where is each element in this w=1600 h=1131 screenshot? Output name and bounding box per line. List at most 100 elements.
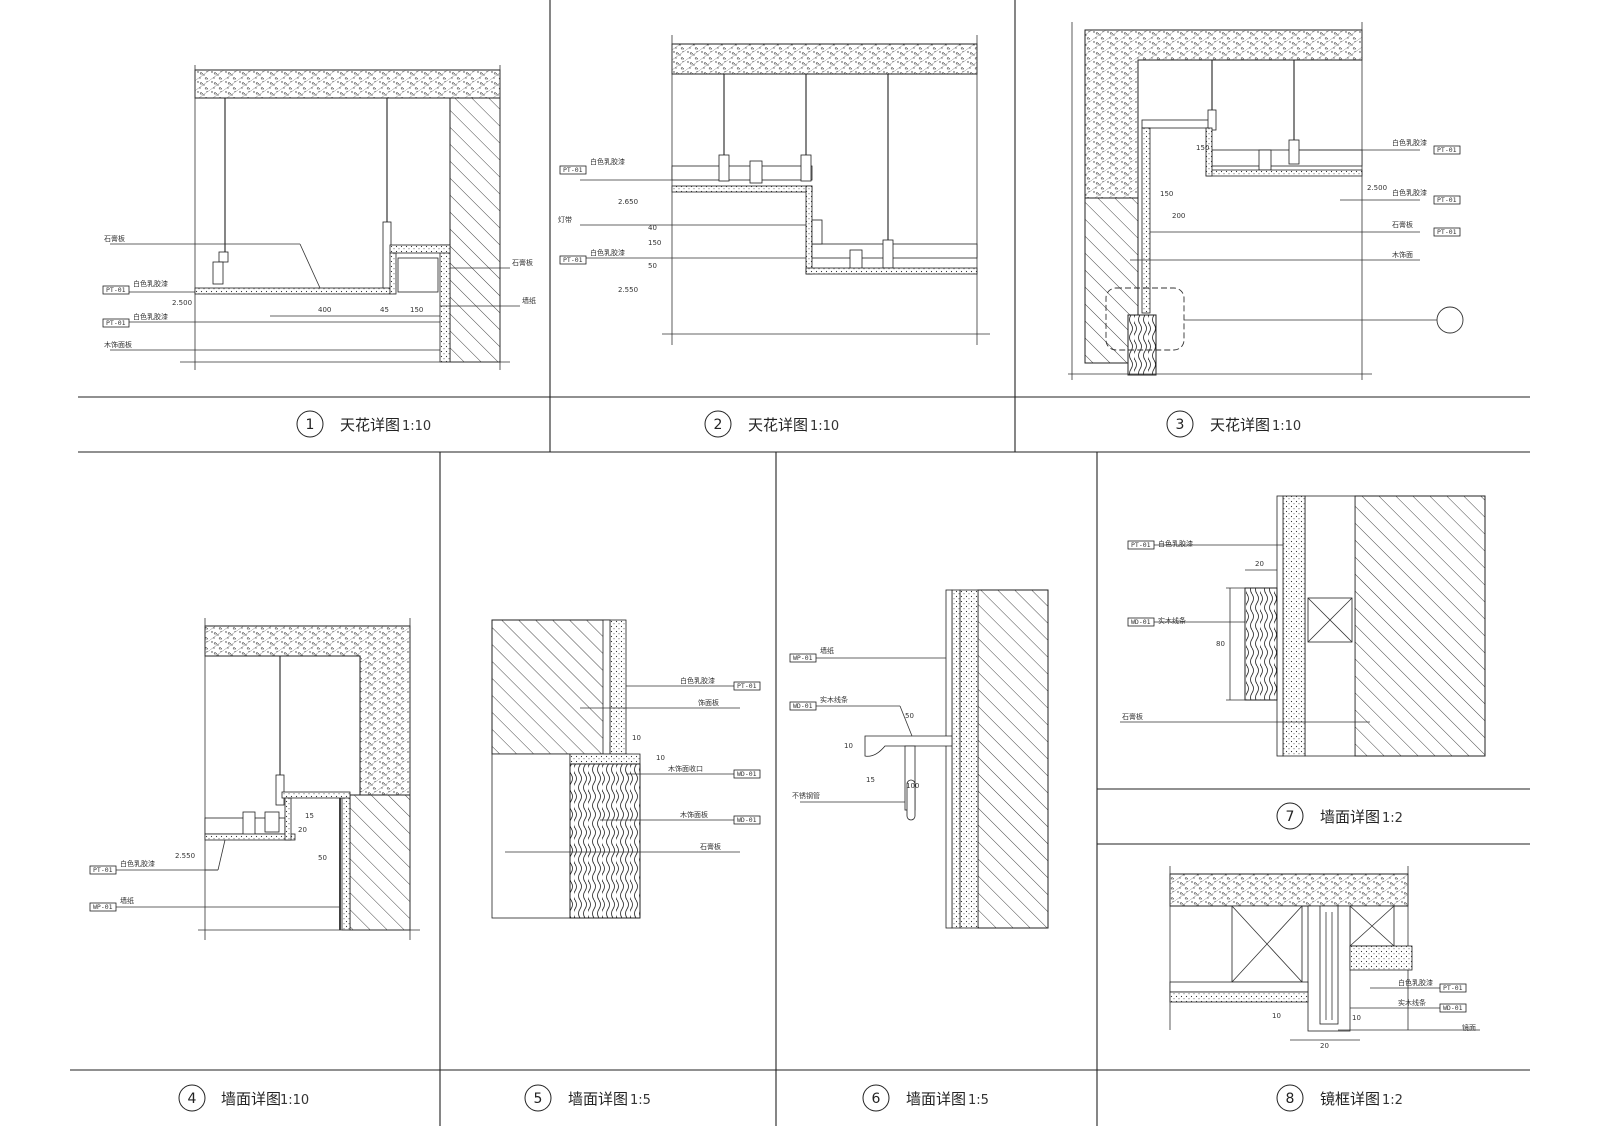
p4-label-1: 白色乳胶漆 <box>120 859 155 868</box>
p2-label-3: 白色乳胶漆 <box>590 248 625 257</box>
caption-2-scale: 1:10 <box>810 419 839 434</box>
caption-1-title: 天花详图 <box>340 416 400 434</box>
p1-tag-2: PT-01 <box>106 319 126 327</box>
caption-7-scale: 1:2 <box>1382 811 1403 826</box>
p4-dim-4: 50 <box>318 854 327 862</box>
p6-tag-2: WD-01 <box>793 702 813 710</box>
p5-tag-2: WD-01 <box>737 770 757 778</box>
caption-3-number: 3 <box>1176 417 1185 433</box>
p5-label-2: 饰面板 <box>698 698 719 707</box>
p7-label-3: 石膏板 <box>1122 712 1143 721</box>
panel-8-frame-detail: PT-01 WD-01 白色乳胶漆 实木线条 镜面 20 10 10 <box>1169 866 1480 1050</box>
caption-panel-1: 1 天花详图 1:10 <box>296 410 431 438</box>
caption-2-title: 天花详图 <box>748 416 808 434</box>
caption-5-title: 墙面详图 <box>568 1090 628 1108</box>
caption-1-number: 1 <box>306 417 315 433</box>
p3-dim-3: 200 <box>1172 212 1185 220</box>
p2-dim-1: 2.650 <box>618 198 638 206</box>
p1-tag-1: PT-01 <box>106 286 126 294</box>
p7-dim-1: 20 <box>1255 560 1264 568</box>
p1-dim-1: 2.500 <box>172 299 192 307</box>
p8-label-1: 白色乳胶漆 <box>1398 978 1433 987</box>
caption-panel-4: 4 墙面详图 1:10 <box>178 1084 309 1112</box>
caption-8-scale: 1:2 <box>1382 1093 1403 1108</box>
p2-tag-2: PT-01 <box>563 256 583 264</box>
p2-label-1: 白色乳胶漆 <box>590 157 625 166</box>
p6-dim-4: 100 <box>906 782 919 790</box>
p5-label-5: 石膏板 <box>700 842 721 851</box>
p5-tag-3: WD-01 <box>737 816 757 824</box>
p6-label-2: 实木线条 <box>820 695 848 704</box>
p6-tag-1: WP-01 <box>793 654 813 662</box>
caption-panel-2: 2 天花详图 1:10 <box>704 410 839 438</box>
p2-dim-5: 50 <box>648 262 657 270</box>
p8-dim-1: 20 <box>1320 1042 1329 1050</box>
panel-1-ceiling-detail: PT-01 PT-01 石膏板 白色乳胶漆 白色乳胶漆 木饰面板 石膏板 墙纸 … <box>102 65 536 370</box>
p7-dim-2: 80 <box>1216 640 1225 648</box>
p3-label-4: 木饰面 <box>1392 250 1413 259</box>
panel-5-wall-detail: PT-01 WD-01 WD-01 白色乳胶漆 饰面板 木饰面收口 木饰面板 石… <box>491 619 761 919</box>
p5-label-3: 木饰面收口 <box>668 764 703 773</box>
p2-label-2: 灯带 <box>558 215 572 224</box>
p8-dim-3: 10 <box>1352 1014 1361 1022</box>
p4-dim-2: 20 <box>298 826 307 834</box>
p8-label-2: 实木线条 <box>1398 998 1426 1007</box>
p3-dim-4: 150 <box>1160 190 1173 198</box>
p6-dim-2: 10 <box>844 742 853 750</box>
p2-dim-3: 150 <box>648 239 661 247</box>
panel-6-wall-detail: WP-01 WD-01 墙纸 实木线条 不锈钢管 50 10 15 100 <box>789 589 1049 929</box>
caption-6-scale: 1:5 <box>968 1093 989 1108</box>
p6-dim-3: 15 <box>866 776 875 784</box>
caption-6-title: 墙面详图 <box>906 1090 966 1108</box>
p7-tag-2: WD-01 <box>1131 618 1151 626</box>
p1-label-5: 石膏板 <box>512 258 533 267</box>
p4-label-2: 墙纸 <box>120 896 134 905</box>
p2-dim-2: 2.550 <box>618 286 638 294</box>
caption-3-title: 天花详图 <box>1210 416 1270 434</box>
p5-dim-1: 10 <box>632 734 641 742</box>
p1-dim-3: 45 <box>380 306 389 314</box>
p8-tag-2: WD-01 <box>1443 1004 1463 1012</box>
caption-panel-7: 7 墙面详图 1:2 <box>1276 802 1403 830</box>
p4-tag-1: PT-01 <box>93 866 113 874</box>
caption-7-title: 墙面详图 <box>1320 808 1380 826</box>
p2-dim-4: 40 <box>648 224 657 232</box>
caption-3-scale: 1:10 <box>1272 419 1301 434</box>
panel-3-ceiling-detail: PT-01 PT-01 PT-01 白色乳胶漆 白色乳胶漆 石膏板 木饰面 2.… <box>1068 22 1464 380</box>
p3-dim-1: 2.500 <box>1367 184 1387 192</box>
p8-label-3: 镜面 <box>1462 1023 1476 1032</box>
panel-4-wall-detail: PT-01 WP-01 白色乳胶漆 墙纸 2.550 20 15 50 <box>89 618 420 940</box>
p3-tag-1: PT-01 <box>1437 146 1457 154</box>
p3-label-1: 白色乳胶漆 <box>1392 138 1427 147</box>
caption-8-title: 镜框详图 <box>1320 1090 1380 1108</box>
p3-label-3: 石膏板 <box>1392 220 1413 229</box>
p1-label-1: 石膏板 <box>104 234 125 243</box>
p5-label-1: 白色乳胶漆 <box>680 676 715 685</box>
caption-4-number: 4 <box>188 1091 197 1107</box>
p6-label-3: 不锈钢管 <box>792 791 820 800</box>
p8-tag-1: PT-01 <box>1443 984 1463 992</box>
p6-label-1: 墙纸 <box>820 646 834 655</box>
p5-tag-1: PT-01 <box>737 682 757 690</box>
p1-dim-2: 400 <box>318 306 331 314</box>
caption-2-number: 2 <box>714 417 723 433</box>
caption-5-scale: 1:5 <box>630 1093 651 1108</box>
p3-tag-3: PT-01 <box>1437 228 1457 236</box>
caption-panel-6: 6 墙面详图 1:5 <box>862 1084 989 1112</box>
p4-dim-1: 2.550 <box>175 852 195 860</box>
p1-label-2: 白色乳胶漆 <box>133 279 168 288</box>
p1-label-6: 墙纸 <box>522 296 536 305</box>
sheet-frame <box>70 0 1530 1126</box>
p3-label-2: 白色乳胶漆 <box>1392 188 1427 197</box>
p1-label-3: 白色乳胶漆 <box>133 312 168 321</box>
caption-8-number: 8 <box>1286 1091 1295 1107</box>
p4-tag-2: WP-01 <box>93 903 113 911</box>
caption-4-scale: 1:10 <box>280 1093 309 1108</box>
caption-5-number: 5 <box>534 1091 543 1107</box>
p7-label-1: 白色乳胶漆 <box>1158 539 1193 548</box>
p3-dim-2: 150 <box>1196 144 1209 152</box>
panel-7-wall-detail: PT-01 WD-01 白色乳胶漆 实木线条 石膏板 20 80 <box>1120 495 1486 757</box>
p7-label-2: 实木线条 <box>1158 616 1186 625</box>
p1-label-4: 木饰面板 <box>104 340 132 349</box>
